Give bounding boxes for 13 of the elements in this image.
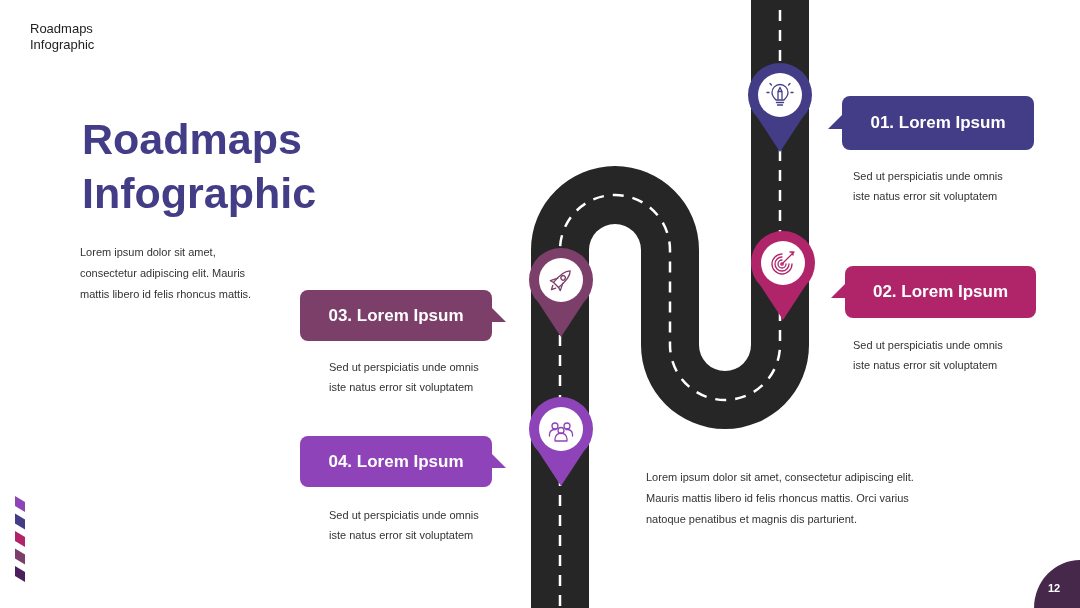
step-heading: 04. Lorem Ipsum	[328, 451, 464, 472]
body-paragraph: Lorem ipsum dolor sit amet, consectetur adipiscing elit. Mauris mattis libero id felis rhoncus mattis. Orci varius natoque penatibus et magnis dis parturient.	[646, 470, 915, 527]
step-description: Sed ut perspiciatis unde omnis iste natus error sit voluptatem	[853, 338, 1004, 373]
step-heading: 03. Lorem Ipsum	[328, 305, 464, 326]
step-heading: 01. Lorem Ipsum	[870, 113, 1006, 133]
page-number: 12	[1034, 560, 1080, 608]
step-description: Sed ut perspiciatis unde omnis iste natus error sit voluptatem	[329, 508, 480, 543]
header-text: Roadmaps Infographic	[30, 21, 96, 53]
intro-paragraph: Lorem ipsum dolor sit amet, consectetur adipiscing elit. Mauris mattis libero id felis rhoncus mattis.	[80, 245, 253, 302]
step-description: Sed ut perspiciatis unde omnis iste natus error sit voluptatem	[853, 169, 1004, 204]
step-description: Sed ut perspiciatis unde omnis iste natus error sit voluptatem	[329, 360, 480, 395]
slide-title: Roadmaps Infographic	[82, 114, 318, 219]
step-heading: 02. Lorem Ipsum	[872, 282, 1009, 302]
